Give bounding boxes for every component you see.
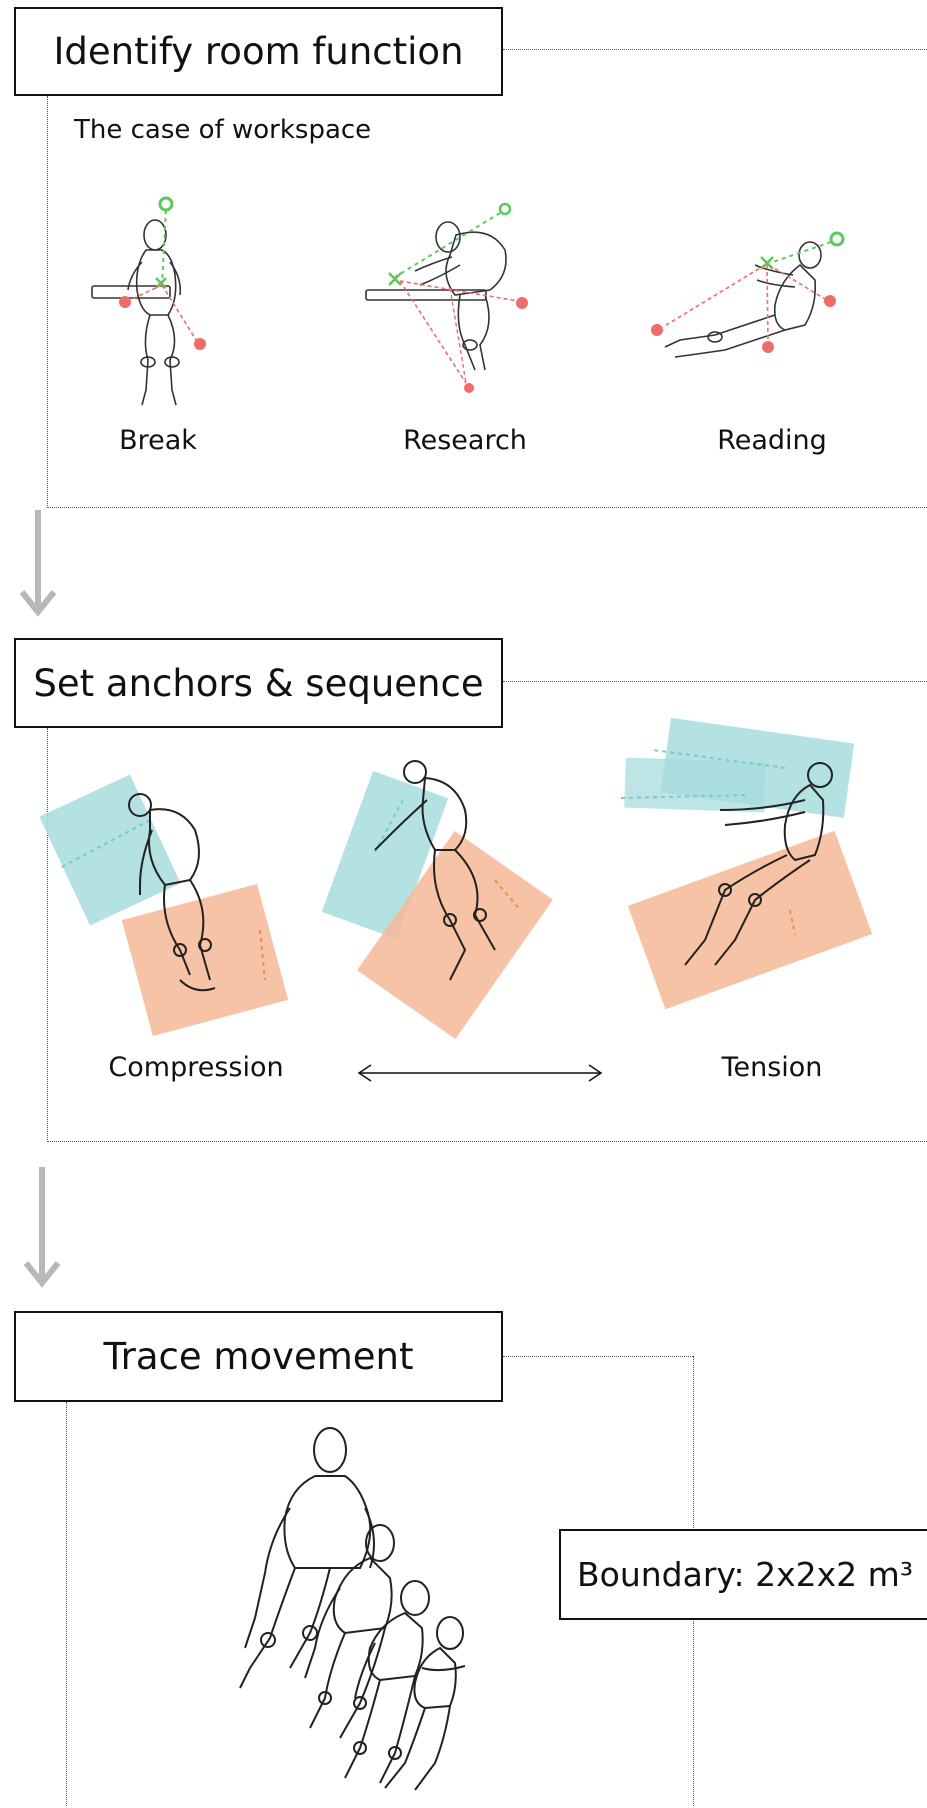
step2-frame-top	[503, 681, 927, 682]
down-arrow-icon	[19, 510, 57, 617]
step2-frame-left	[47, 728, 48, 1142]
tension-label: Tension	[721, 1052, 823, 1083]
compression-figure-b	[321, 760, 553, 1040]
tension-figure	[619, 717, 873, 1010]
step2-title: Set anchors & sequence	[33, 661, 484, 705]
step3-frame-top	[503, 1356, 693, 1357]
step1-frame-top	[503, 49, 927, 50]
compression-label: Compression	[108, 1052, 284, 1083]
step1-subtitle: The case of workspace	[74, 115, 372, 145]
step3-frame-left	[66, 1402, 67, 1806]
step1-frame-left	[47, 96, 48, 508]
research-label: Research	[403, 425, 527, 456]
research-figure	[365, 202, 528, 393]
step1-title: Identify room function	[53, 30, 464, 73]
boundary-label: Boundary: 2x2x2 m³	[577, 1555, 914, 1594]
boundary-box: Boundary: 2x2x2 m³	[559, 1529, 927, 1620]
step3-title-box: Trace movement	[14, 1311, 503, 1402]
step1-frame-bottom	[47, 507, 927, 508]
reading-label: Reading	[717, 425, 827, 456]
compression-tension-double-arrow-icon	[357, 1064, 603, 1082]
reading-figure	[651, 231, 845, 358]
break-label: Break	[119, 425, 197, 456]
step2-title-box: Set anchors & sequence	[14, 638, 503, 728]
step3-title: Trace movement	[103, 1335, 414, 1378]
step2-frame-bottom	[47, 1141, 927, 1142]
break-figure	[91, 196, 206, 406]
compression-figure-a	[39, 774, 289, 1037]
down-arrow-icon-2	[23, 1167, 61, 1288]
movement-trace-figure	[239, 1427, 466, 1791]
step1-title-box: Identify room function	[14, 7, 503, 96]
